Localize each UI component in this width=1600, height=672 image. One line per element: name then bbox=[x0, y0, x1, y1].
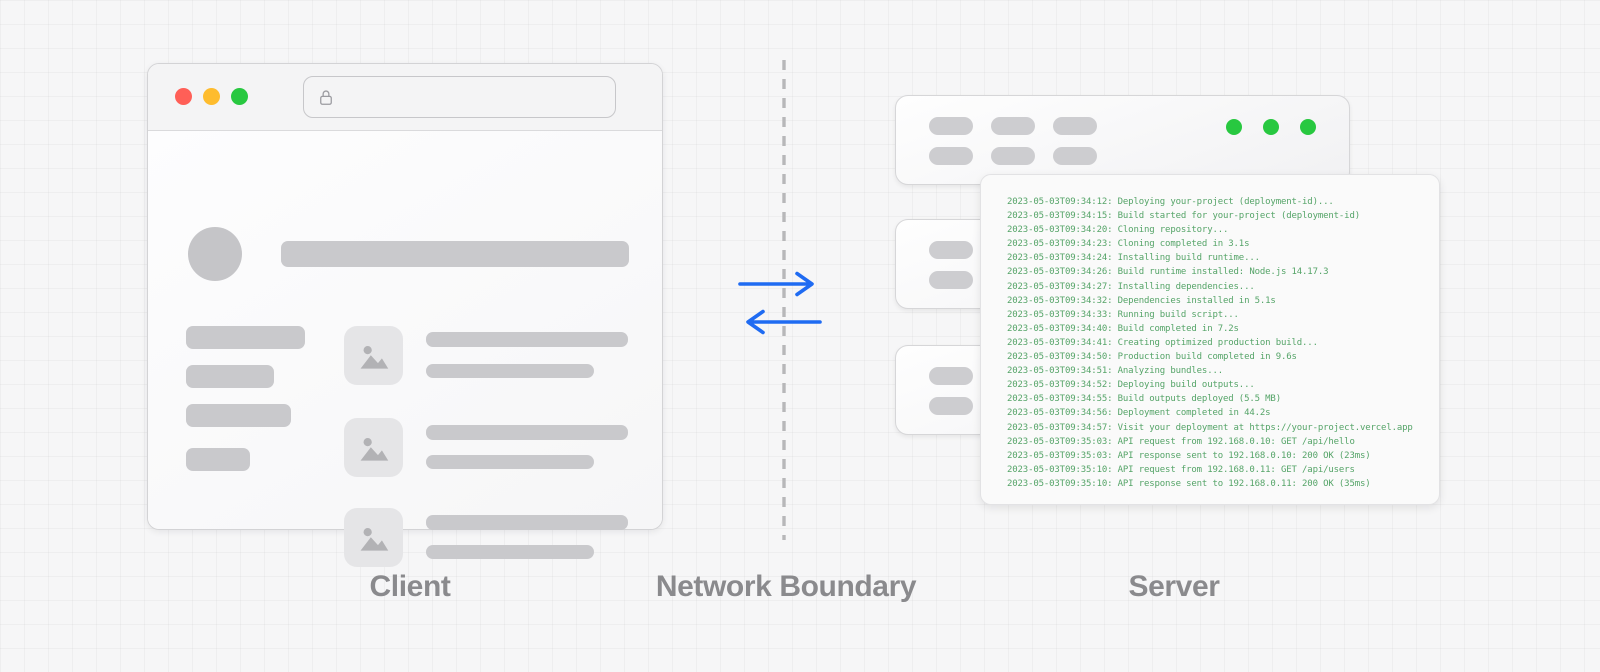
client-browser-window bbox=[147, 63, 663, 567]
log-line: 2023-05-03T09:34:55: Build outputs deplo… bbox=[1007, 394, 1281, 405]
server-vent-pills bbox=[929, 117, 1097, 165]
image-placeholder bbox=[344, 508, 403, 567]
traffic-lights bbox=[175, 88, 248, 105]
log-line: 2023-05-03T09:34:26: Build runtime insta… bbox=[1007, 267, 1329, 278]
client-label: Client bbox=[369, 570, 451, 603]
text-skeleton-bar bbox=[186, 404, 291, 427]
browser-topbar bbox=[148, 64, 662, 131]
image-icon bbox=[360, 345, 388, 369]
vent-pill bbox=[991, 147, 1035, 165]
header-skeleton-bar bbox=[281, 241, 629, 267]
text-skeleton-bar bbox=[426, 455, 594, 469]
log-line: 2023-05-03T09:34:57: Visit your deployme… bbox=[1007, 422, 1413, 433]
text-skeleton-bar bbox=[186, 365, 274, 388]
browser-content bbox=[148, 131, 662, 567]
network-boundary-label: Network Boundary bbox=[655, 570, 917, 603]
server-status-dots bbox=[1226, 119, 1316, 135]
log-line: 2023-05-03T09:34:52: Deploying build out… bbox=[1007, 380, 1255, 391]
log-line: 2023-05-03T09:34:32: Dependencies instal… bbox=[1007, 295, 1276, 306]
server-log-terminal: 2023-05-03T09:34:12: Deploying your-proj… bbox=[980, 174, 1440, 505]
lock-icon bbox=[320, 89, 332, 105]
avatar-placeholder bbox=[188, 227, 242, 281]
text-skeleton-bar bbox=[426, 332, 628, 347]
text-skeleton-bar bbox=[426, 515, 628, 530]
log-line: 2023-05-03T09:34:41: Creating optimized … bbox=[1007, 337, 1318, 348]
log-line: 2023-05-03T09:34:56: Deployment complete… bbox=[1007, 408, 1271, 419]
status-dot bbox=[1226, 119, 1242, 135]
traffic-light-zoom-icon bbox=[231, 88, 248, 105]
server-rack-unit bbox=[895, 95, 1350, 185]
log-line: 2023-05-03T09:34:40: Build completed in … bbox=[1007, 323, 1239, 334]
vent-pill bbox=[929, 241, 973, 259]
log-line: 2023-05-03T09:34:24: Installing build ru… bbox=[1007, 253, 1260, 264]
text-skeleton-bar bbox=[426, 545, 594, 559]
image-icon bbox=[360, 527, 388, 551]
log-line: 2023-05-03T09:34:51: Analyzing bundles..… bbox=[1007, 366, 1224, 377]
log-line: 2023-05-03T09:34:50: Production build co… bbox=[1007, 352, 1297, 363]
text-skeleton-bar bbox=[186, 448, 250, 471]
log-line: 2023-05-03T09:34:12: Deploying your-proj… bbox=[1007, 197, 1334, 207]
log-line: 2023-05-03T09:34:20: Cloning repository.… bbox=[1007, 225, 1229, 236]
log-line: 2023-05-03T09:35:10: API request from 19… bbox=[1007, 464, 1355, 475]
traffic-light-minimize-icon bbox=[203, 88, 220, 105]
text-skeleton-bar bbox=[186, 326, 305, 349]
vent-pill bbox=[929, 397, 973, 415]
log-line: 2023-05-03T09:34:23: Cloning completed i… bbox=[1007, 239, 1250, 250]
image-icon bbox=[360, 437, 388, 461]
response-arrow-left-icon bbox=[746, 309, 822, 335]
image-placeholder bbox=[344, 418, 403, 477]
vent-pill bbox=[929, 271, 973, 289]
request-arrow-right-icon bbox=[738, 271, 814, 297]
log-line: 2023-05-03T09:35:03: API response sent t… bbox=[1007, 450, 1371, 461]
log-line: 2023-05-03T09:34:27: Installing dependen… bbox=[1007, 281, 1255, 292]
vent-pill bbox=[929, 367, 973, 385]
network-boundary-line bbox=[782, 60, 786, 540]
image-placeholder bbox=[344, 326, 403, 385]
browser-address-bar bbox=[303, 76, 616, 118]
text-skeleton-bar bbox=[426, 364, 594, 378]
server-label: Server bbox=[1128, 570, 1220, 603]
status-dot bbox=[1300, 119, 1316, 135]
vent-pill bbox=[991, 117, 1035, 135]
traffic-light-close-icon bbox=[175, 88, 192, 105]
text-skeleton-bar bbox=[426, 425, 628, 440]
vent-pill bbox=[1053, 117, 1097, 135]
log-line: 2023-05-03T09:34:33: Running build scrip… bbox=[1007, 309, 1239, 320]
vent-pill bbox=[1053, 147, 1097, 165]
log-line: 2023-05-03T09:34:15: Build started for y… bbox=[1007, 211, 1360, 222]
vent-pill bbox=[929, 147, 973, 165]
log-line: 2023-05-03T09:35:03: API request from 19… bbox=[1007, 436, 1355, 447]
vent-pill bbox=[929, 117, 973, 135]
status-dot bbox=[1263, 119, 1279, 135]
log-line: 2023-05-03T09:35:10: API response sent t… bbox=[1007, 478, 1371, 489]
